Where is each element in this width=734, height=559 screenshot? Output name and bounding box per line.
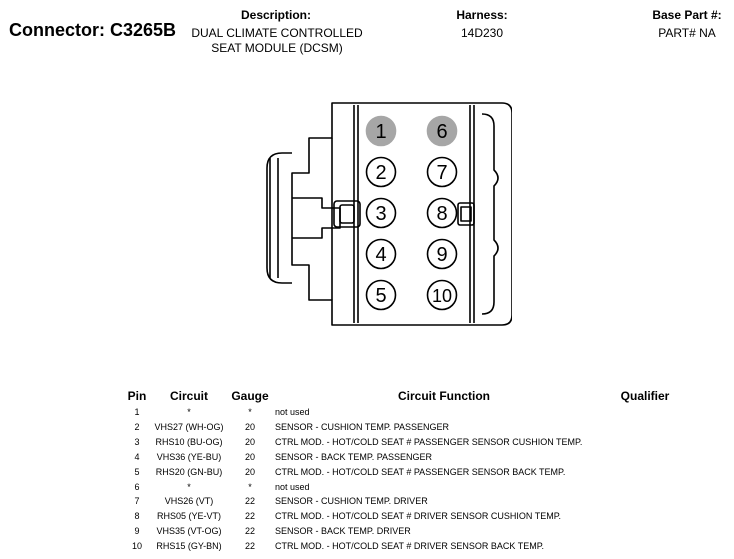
table-row: 7 VHS26 (VT) 22 SENSOR - CUSHION TEMP. DRIV… (0, 495, 734, 510)
pin-number: 6 (436, 121, 447, 143)
table-row: 5 RHS20 (GN-BU) 20 CTRL MOD. - HOT/COLD SEA… (0, 466, 734, 481)
pin-7: 7 (426, 156, 458, 188)
function-cell: SENSOR - BACK TEMP. PASSENGER (275, 451, 433, 462)
harness-label: Harness: (456, 8, 508, 22)
pin-10: 10 (426, 279, 458, 311)
function-cell: SENSOR - BACK TEMP. DRIVER (275, 526, 411, 537)
pin-5: 5 (365, 279, 397, 311)
pin-cell: 5 (134, 466, 140, 477)
pin-circle (426, 197, 458, 229)
circuit-cell: RHS20 (GN-BU) (155, 466, 223, 477)
col-header-qualifier: Qualifier (620, 389, 670, 403)
pin-cell: 7 (134, 496, 140, 507)
connector-housing (266, 102, 512, 326)
circuit-cell: VHS35 (VT-OG) (156, 526, 222, 537)
pin-circle (365, 115, 397, 147)
pin-cavities: 1 6 2 7 3 8 4 9 5 10 (365, 115, 458, 311)
connector-label: Connector: (9, 20, 105, 40)
pin-cell: 2 (134, 421, 140, 432)
pin-6: 6 (426, 115, 458, 147)
harness-value: 14D230 (460, 26, 504, 40)
description-line-2: SEAT MODULE (DCSM) (211, 41, 343, 55)
table-row: 10 RHS15 (GY-BN) 22 CTRL MOD. - HOT/COLD SE… (0, 540, 734, 555)
connector-id: C3265B (110, 20, 177, 40)
description-label: Description: (240, 8, 311, 22)
pin-4: 4 (365, 238, 397, 270)
table-row: 3 RHS10 (BU-OG) 20 CTRL MOD. - HOT/COLD SEA… (0, 436, 734, 451)
pin-1: 1 (365, 115, 397, 147)
function-cell: CTRL MOD. - HOT/COLD SEAT # PASSENGER SE… (275, 436, 583, 447)
function-cell: CTRL MOD. - HOT/COLD SEAT # DRIVER SENSO… (275, 541, 545, 552)
circuit-cell: RHS05 (YE-VT) (156, 511, 221, 522)
circuit-cell: RHS10 (BU-OG) (155, 436, 223, 447)
table-row: 6 * * not used (0, 481, 734, 496)
pin-number: 1 (375, 121, 386, 143)
description-line-1: DUAL CLIMATE CONTROLLED (191, 26, 363, 40)
pin-number: 4 (375, 244, 386, 266)
pin-number: 7 (436, 162, 447, 184)
table-row: 9 VHS35 (VT-OG) 22 SENSOR - BACK TEMP. DRIV… (0, 525, 734, 540)
col-header-circuit: Circuit (169, 389, 208, 403)
circuit-cell: RHS15 (GY-BN) (156, 541, 222, 552)
pin-cell: 8 (134, 511, 140, 522)
pin-circle (426, 156, 458, 188)
pin-number: 5 (375, 285, 386, 307)
function-cell: SENSOR - CUSHION TEMP. DRIVER (275, 496, 428, 507)
col-header-gauge: Gauge (231, 389, 269, 403)
base-part-value: PART# NA (658, 26, 716, 40)
function-cell: CTRL MOD. - HOT/COLD SEAT # PASSENGER SE… (275, 466, 566, 477)
pin-3: 3 (365, 197, 397, 229)
gauge-cell: * (248, 481, 252, 492)
pin-number: 10 (432, 286, 452, 306)
pin-circle (365, 238, 397, 270)
function-cell: not used (275, 481, 310, 492)
function-cell: CTRL MOD. - HOT/COLD SEAT # DRIVER SENSO… (275, 511, 562, 522)
pin-8: 8 (426, 197, 458, 229)
gauge-cell: 22 (244, 541, 255, 552)
pin-circle (426, 115, 458, 147)
circuit-cell: VHS26 (VT) (164, 496, 214, 507)
circuit-cell: * (187, 481, 191, 492)
pin-cell: 9 (134, 526, 140, 537)
pin-cell: 1 (134, 407, 140, 417)
circuit-cell: * (187, 407, 191, 417)
table-row: 1 * * not used (0, 406, 734, 421)
gauge-cell: 20 (244, 466, 255, 477)
pin-number: 9 (436, 244, 447, 266)
pin-number: 2 (375, 162, 386, 184)
col-header-function: Circuit Function (398, 389, 490, 403)
pin-2: 2 (365, 156, 397, 188)
base-part-label: Base Part #: (652, 8, 722, 22)
gauge-cell: 20 (244, 421, 255, 432)
function-cell: SENSOR - CUSHION TEMP. PASSENGER (275, 421, 450, 432)
pin-circle (365, 279, 397, 311)
pin-circle (426, 238, 458, 270)
pin-cell: 10 (131, 541, 142, 552)
pin-circle (426, 279, 458, 311)
connector-title: Connector: C3265B (9, 20, 176, 41)
pin-number: 3 (375, 203, 386, 225)
col-header-pin: Pin (127, 389, 147, 403)
pin-cell: 3 (134, 436, 140, 447)
table-row: 2 VHS27 (WH-OG) 20 SENSOR - CUSHION TEMP. P… (0, 421, 734, 436)
function-cell: not used (275, 407, 310, 417)
pin-circle (365, 197, 397, 229)
pin-cell: 4 (134, 451, 140, 462)
gauge-cell: 20 (244, 451, 255, 462)
circuit-cell: VHS27 (WH-OG) (154, 421, 224, 432)
gauge-cell: 22 (244, 511, 255, 522)
table-row: 8 RHS05 (YE-VT) 22 CTRL MOD. - HOT/COLD SEA… (0, 510, 734, 525)
pin-number: 8 (436, 203, 447, 225)
gauge-cell: 22 (244, 496, 255, 507)
table-row: 4 VHS36 (YE-BU) 20 SENSOR - BACK TEMP. PASS… (0, 451, 734, 466)
gauge-cell: * (248, 407, 252, 417)
pin-cell: 6 (134, 481, 140, 492)
pin-9: 9 (426, 238, 458, 270)
pin-circle (365, 156, 397, 188)
gauge-cell: 22 (244, 526, 255, 537)
gauge-cell: 20 (244, 436, 255, 447)
connector-diagram: 1 6 2 7 3 8 4 9 5 10 (266, 102, 512, 326)
circuit-cell: VHS36 (YE-BU) (156, 451, 222, 462)
